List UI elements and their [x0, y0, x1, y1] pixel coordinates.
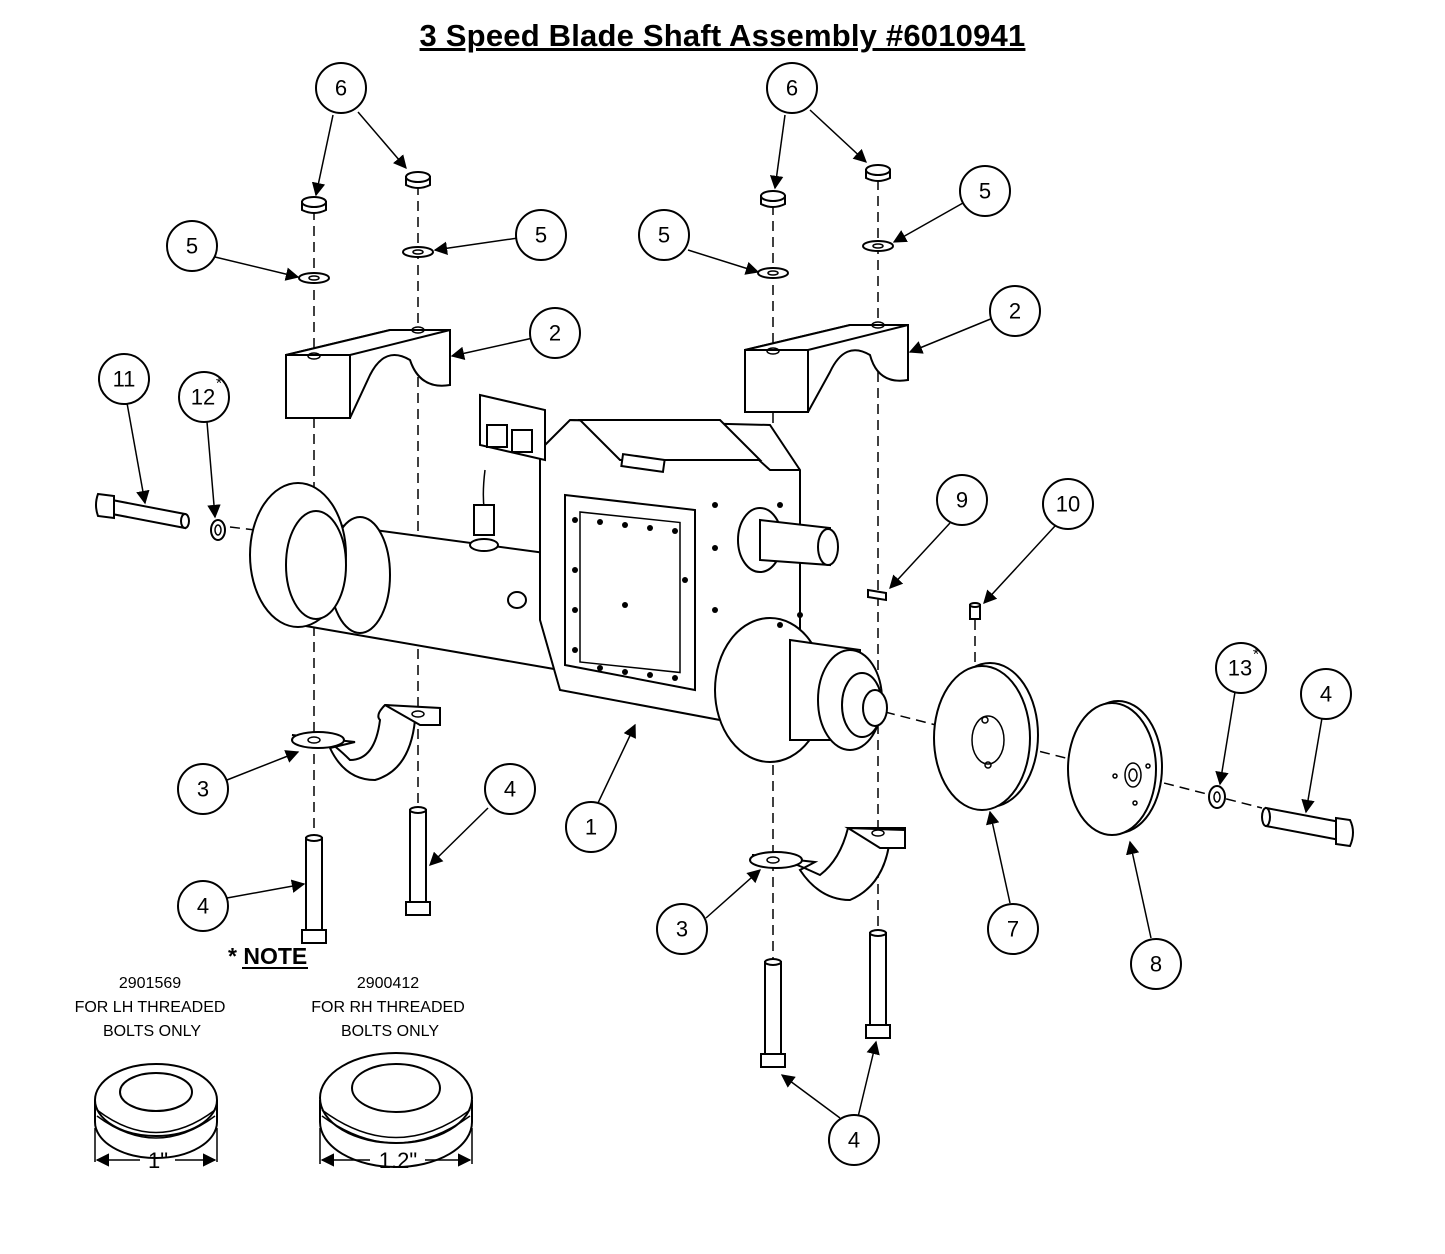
nut-left-2	[405, 171, 431, 189]
note-left-line2: BOLTS ONLY	[103, 1023, 201, 1040]
callout-5-b: 5	[515, 209, 567, 261]
svg-text:5: 5	[979, 179, 991, 204]
note-right-line1: FOR RH THREADED	[311, 999, 465, 1016]
lower-cap-left	[291, 703, 441, 782]
pulley-8	[1067, 700, 1163, 836]
svg-text:12: 12	[191, 385, 215, 410]
dimension-lh: 1"	[148, 1148, 168, 1173]
pulley-7	[933, 662, 1039, 811]
bolt-left-2	[405, 806, 431, 916]
svg-text:11: 11	[113, 367, 136, 392]
gearbox-housing	[249, 393, 888, 763]
washer-right-2	[862, 240, 894, 252]
callout-1: 1	[565, 801, 617, 853]
svg-text:13: 13	[1228, 656, 1252, 681]
svg-text:8: 8	[1150, 952, 1162, 977]
bolt-right-horizontal	[1261, 806, 1354, 848]
svg-text:5: 5	[658, 223, 670, 248]
nut-left-1	[301, 196, 327, 214]
bearing-cap-right	[744, 321, 909, 413]
svg-text:9: 9	[956, 488, 968, 513]
bolt-11	[95, 492, 190, 530]
svg-text:6: 6	[786, 76, 798, 101]
callout-4-left: 4	[177, 880, 229, 932]
svg-text:4: 4	[848, 1128, 860, 1153]
svg-text:3: 3	[676, 917, 688, 942]
callout-13: 13*	[1215, 642, 1267, 694]
svg-text:2: 2	[549, 321, 561, 346]
washer-13	[1208, 785, 1226, 809]
svg-text:4: 4	[197, 894, 209, 919]
washer-right-1	[757, 267, 789, 279]
washer-lh-threaded: 1"	[94, 1063, 218, 1173]
svg-text:*: *	[1253, 647, 1259, 664]
svg-text:4: 4	[504, 777, 516, 802]
bearing-cap-left	[285, 326, 451, 419]
svg-text:5: 5	[186, 234, 198, 259]
callout-5-d: 5	[959, 165, 1011, 217]
callout-11: 11	[98, 353, 150, 405]
nut-right-2	[865, 164, 891, 182]
callout-3-right: 3	[656, 903, 708, 955]
callout-6-left: 6	[315, 62, 367, 114]
callout-12: 12*	[178, 371, 230, 423]
bolt-right-2	[865, 929, 891, 1039]
note-left-part-number: 2901569	[119, 975, 181, 992]
bolt-left-1	[301, 834, 327, 944]
svg-text:10: 10	[1056, 492, 1080, 517]
page-title: 3 Speed Blade Shaft Assembly #6010941	[419, 18, 1026, 53]
callout-3-left: 3	[177, 763, 229, 815]
callout-4-mid: 4	[484, 763, 536, 815]
callout-2-left: 2	[529, 307, 581, 359]
svg-text:6: 6	[335, 76, 347, 101]
note-right-line2: BOLTS ONLY	[341, 1023, 439, 1040]
svg-text:5: 5	[535, 223, 547, 248]
callout-9: 9	[936, 474, 988, 526]
nut-right-1	[760, 190, 786, 208]
note-left-line1: FOR LH THREADED	[75, 999, 226, 1016]
svg-text:2: 2	[1009, 299, 1021, 324]
callout-8: 8	[1130, 938, 1182, 990]
lower-cap-right	[749, 826, 906, 902]
svg-text:*: *	[216, 376, 222, 393]
svg-text:1: 1	[585, 815, 597, 840]
svg-text:3: 3	[197, 777, 209, 802]
callout-10: 10	[1042, 478, 1094, 530]
callout-4-bottom: 4	[828, 1114, 880, 1166]
note-heading: * NOTE	[228, 943, 307, 969]
bolt-right-1	[760, 958, 786, 1068]
callout-4-far-right: 4	[1300, 668, 1352, 720]
callout-5-a: 5	[166, 220, 218, 272]
note-right-part-number: 2900412	[357, 975, 419, 992]
washer-left-2	[402, 246, 434, 258]
callout-2-right: 2	[989, 285, 1041, 337]
svg-text:7: 7	[1007, 917, 1019, 942]
setscrew-10	[969, 602, 981, 620]
callout-7: 7	[987, 903, 1039, 955]
washer-12	[210, 519, 226, 541]
washer-rh-threaded: 1.2"	[319, 1052, 473, 1173]
dimension-rh: 1.2"	[379, 1148, 417, 1173]
callout-6-right: 6	[766, 62, 818, 114]
callout-5-c: 5	[638, 209, 690, 261]
svg-text:4: 4	[1320, 682, 1332, 707]
washer-left-1	[298, 272, 330, 284]
key-9	[867, 588, 887, 602]
leader-lines	[126, 109, 1323, 1119]
